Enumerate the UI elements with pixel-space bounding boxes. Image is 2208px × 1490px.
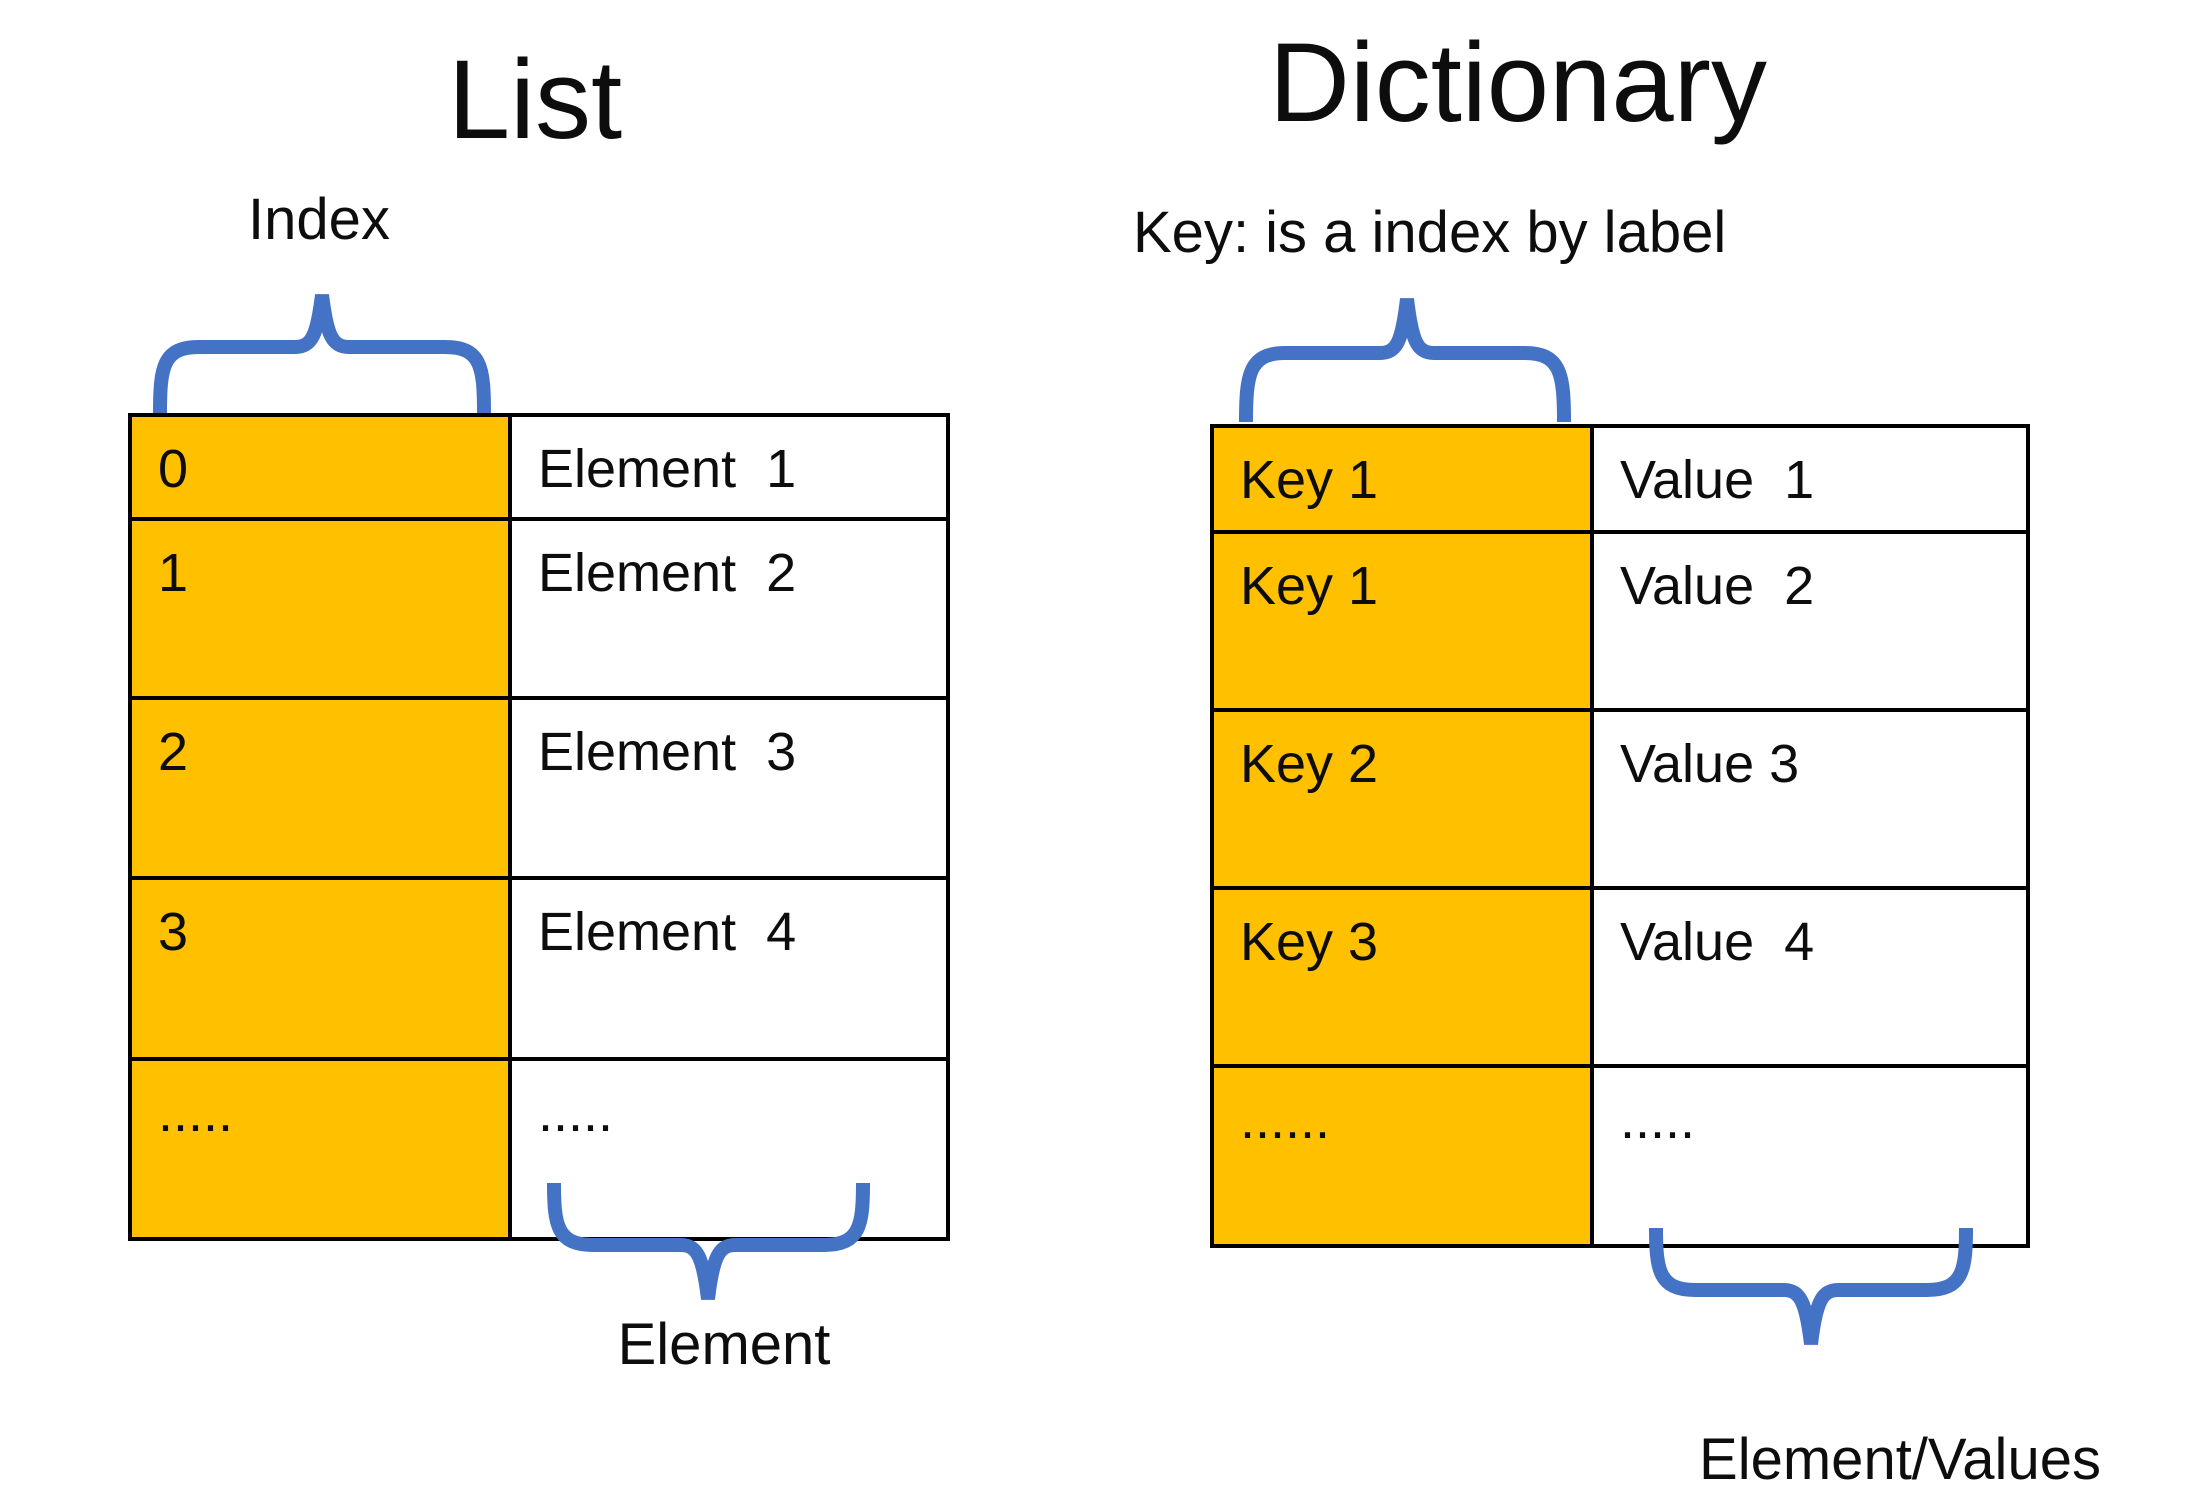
list-index-cell: 1 — [132, 517, 508, 696]
dict-value-cell: Value 2 — [1590, 530, 2026, 708]
dict-value-cell: Value 1 — [1590, 428, 2026, 530]
list-index-cell: 2 — [132, 696, 508, 876]
dictionary-table: Key 1 Value 1 Key 1 Value 2 Key 2 Value … — [1210, 424, 2030, 1248]
dict-value-cell: Value 3 — [1590, 708, 2026, 886]
values-brace-icon — [1649, 1228, 1973, 1345]
dict-key-cell: Key 1 — [1214, 530, 1590, 708]
key-label: Key: is a index by label — [1133, 200, 1727, 265]
dict-value-cell: ..... — [1590, 1064, 2026, 1244]
list-element-cell: ..... — [508, 1057, 946, 1237]
list-table: 0 Element 1 1 Element 2 2 Element 3 3 El… — [128, 413, 950, 1241]
dict-key-cell: Key 3 — [1214, 886, 1590, 1064]
list-element-cell: Element 3 — [508, 696, 946, 876]
list-element-cell: Element 4 — [508, 876, 946, 1057]
element-brace-icon — [547, 1183, 870, 1300]
index-label: Index — [248, 187, 390, 252]
values-label: Element/Values — [1699, 1427, 2101, 1490]
key-brace-icon — [1239, 298, 1571, 422]
list-element-cell: Element 1 — [508, 417, 946, 517]
dict-key-cell: Key 2 — [1214, 708, 1590, 886]
list-title: List — [447, 37, 623, 162]
element-label: Element — [617, 1312, 831, 1377]
list-element-cell: Element 2 — [508, 517, 946, 696]
index-brace-icon — [153, 294, 491, 413]
dict-key-cell: ...... — [1214, 1064, 1590, 1244]
dict-key-cell: Key 1 — [1214, 428, 1590, 530]
list-index-cell: ..... — [132, 1057, 508, 1237]
dict-value-cell: Value 4 — [1590, 886, 2026, 1064]
list-index-cell: 0 — [132, 417, 508, 517]
list-index-cell: 3 — [132, 876, 508, 1057]
dictionary-title: Dictionary — [1269, 20, 1767, 145]
